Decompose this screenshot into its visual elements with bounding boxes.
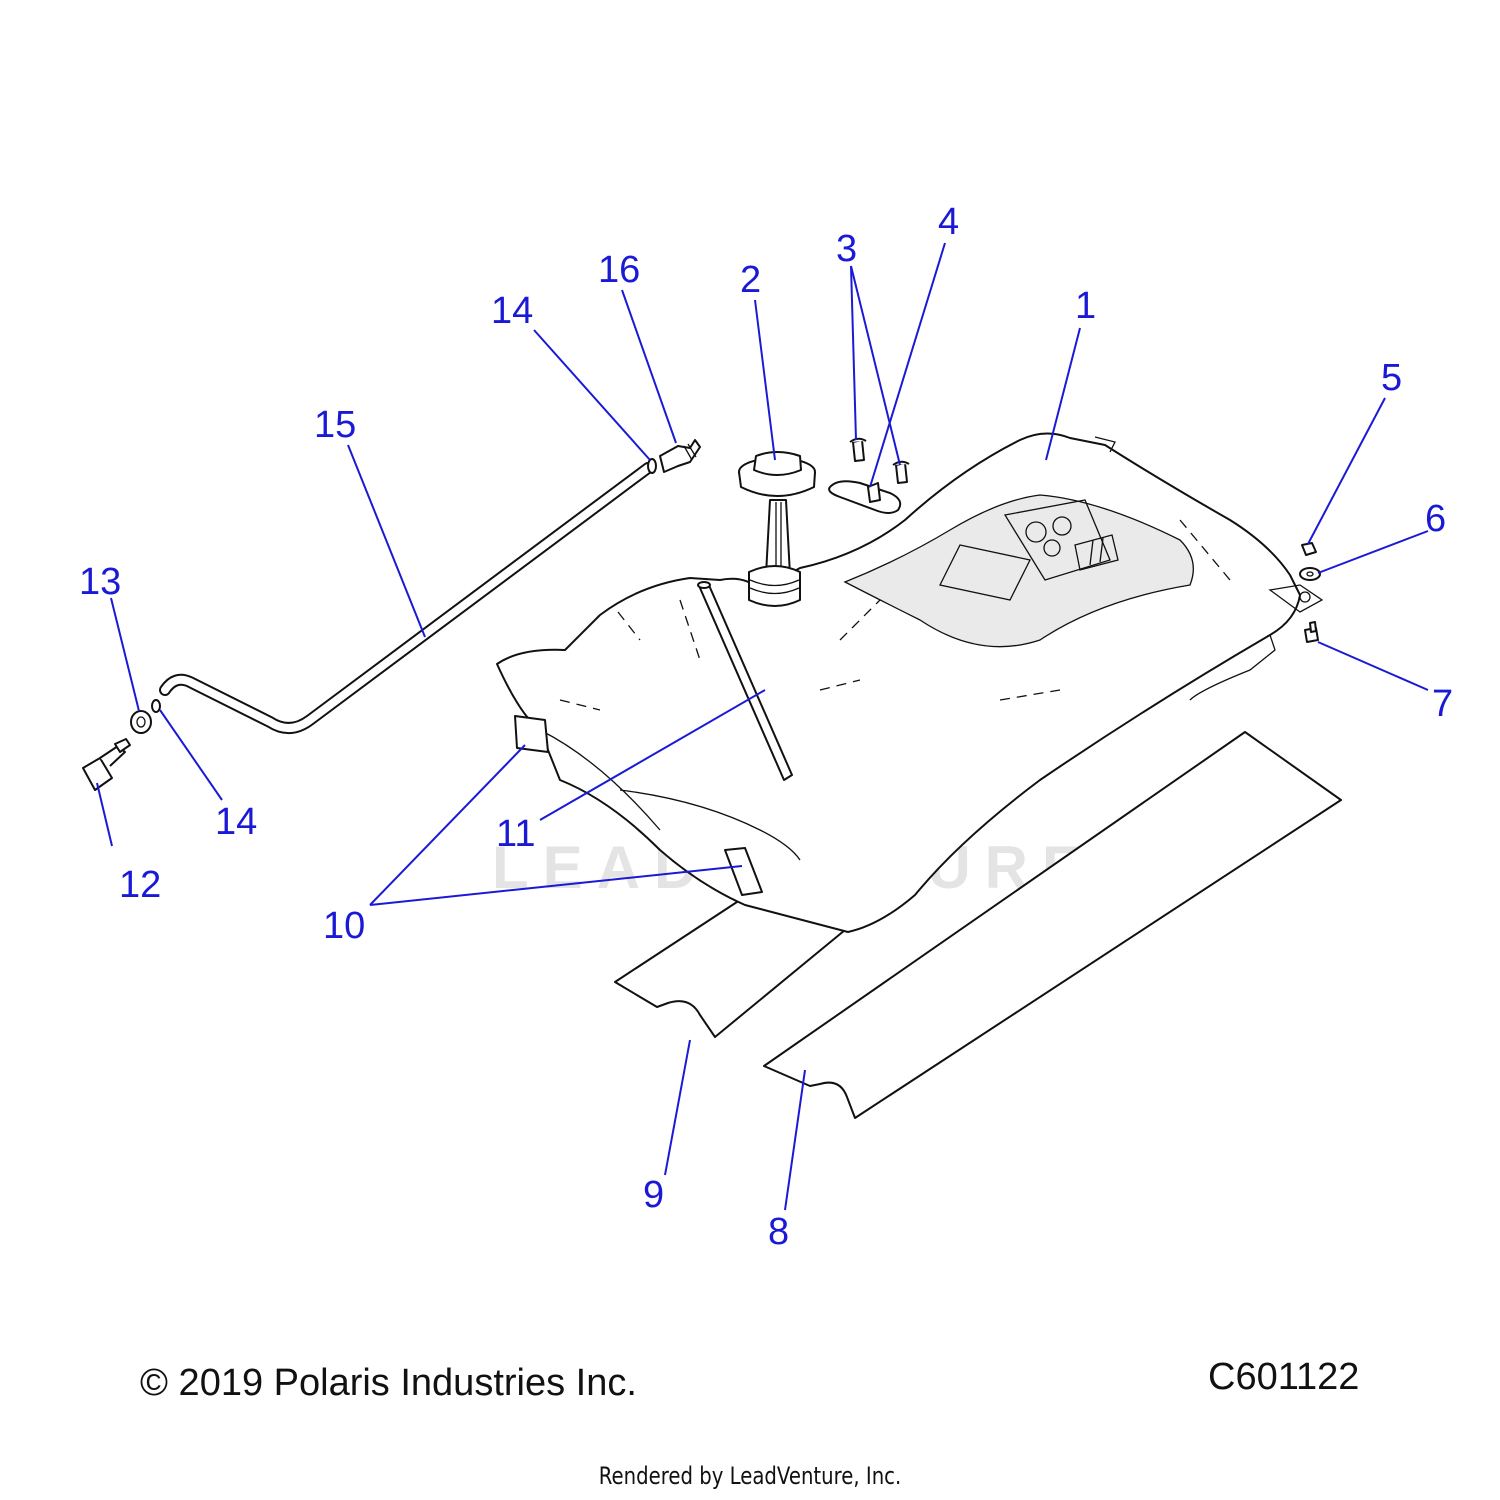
part-7-clip (1304, 621, 1319, 643)
part-13-grommet (130, 710, 152, 734)
callout-10: 10 (323, 905, 365, 947)
callout-labels: 1 2 3 4 5 6 7 8 9 10 11 12 13 14 14 15 1… (79, 201, 1453, 1253)
callout-13: 13 (79, 561, 121, 603)
callout-3: 3 (836, 228, 857, 270)
callout-8: 8 (768, 1211, 789, 1253)
part-8-heat-shield-pad (763, 731, 1342, 1119)
part-5-nut (1301, 542, 1317, 556)
part-9-heat-shield-pad (614, 899, 846, 1038)
part-2-fuel-cap (738, 451, 816, 607)
callout-9: 9 (643, 1174, 664, 1216)
callout-4: 4 (938, 201, 959, 243)
leader-lines (96, 242, 1429, 1211)
part-16-fitting (659, 439, 701, 473)
callout-5: 5 (1381, 357, 1402, 399)
callout-15: 15 (314, 404, 356, 446)
callout-1: 1 (1075, 285, 1096, 327)
callout-11: 11 (496, 813, 535, 855)
callout-7: 7 (1432, 683, 1453, 725)
diagram-id: C601122 (1208, 1356, 1360, 1398)
callout-12: 12 (119, 864, 161, 906)
callout-14-lower: 14 (215, 801, 257, 843)
rendered-by-credit: Rendered by LeadVenture, Inc. (598, 1462, 902, 1490)
part-14-clamp-upper (647, 458, 657, 474)
part-12-fitting (82, 738, 131, 791)
part-1-fuel-tank (496, 432, 1324, 933)
part-6-washer (1299, 567, 1321, 581)
copyright-text: © 2019 Polaris Industries Inc. (140, 1362, 637, 1404)
callout-14-upper: 14 (491, 290, 533, 332)
part-14-clamp-lower (151, 699, 161, 713)
callout-6: 6 (1425, 498, 1446, 540)
part-11-vent-tube (697, 581, 793, 781)
callout-16: 16 (598, 249, 640, 291)
part-3-bolts (849, 437, 910, 484)
callout-2: 2 (740, 259, 761, 301)
part-15-fuel-line (159, 462, 654, 734)
part-4-bracket (828, 480, 902, 514)
